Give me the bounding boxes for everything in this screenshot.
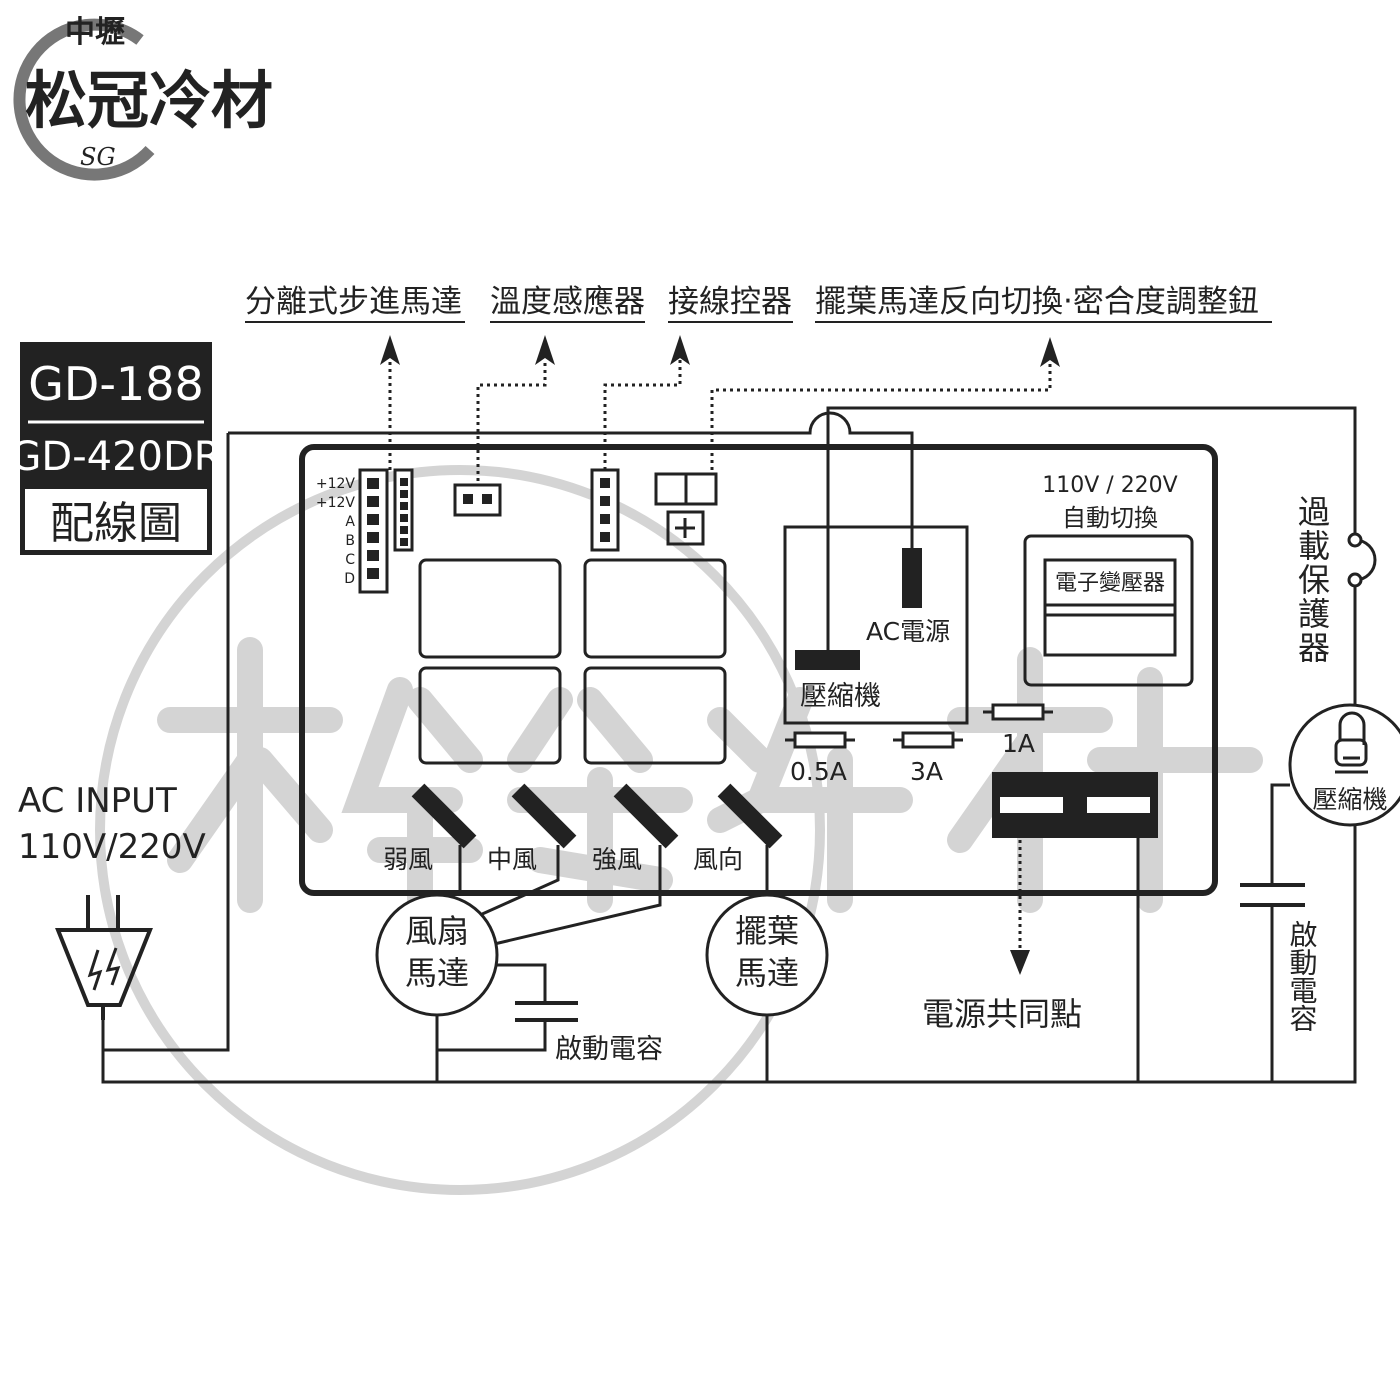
label-swing-switch: 擺葉馬達反向切換‧密合度調整鈕 (815, 284, 1259, 320)
relay-terminals (411, 783, 783, 849)
plug-icon (55, 895, 153, 1020)
auto-switch-label: 自動切換 (1062, 504, 1158, 532)
control-board (299, 444, 1218, 896)
svg-text:+12V: +12V (316, 495, 356, 511)
relay-swing-label: 風向 (693, 845, 743, 874)
voltage-label: 110V / 220V (1042, 473, 1177, 498)
arrow-heads (380, 335, 1060, 367)
signal-arrows (388, 360, 1052, 495)
ac-input-label: AC INPUT (18, 781, 177, 821)
temp-sensor-connector (453, 483, 502, 517)
svg-text:A: A (345, 514, 355, 530)
svg-text:松冠冷材: 松冠冷材 (25, 64, 273, 137)
relay-high-label: 強風 (592, 845, 642, 874)
swing-motor (705, 893, 829, 1017)
svg-text:GD-420DR: GD-420DR (10, 434, 221, 480)
compressor-motor-label: 壓縮機 (1312, 785, 1387, 814)
stepper-connector: +12V +12V A B C D (316, 468, 414, 594)
svg-text:+12V: +12V (316, 476, 356, 492)
fan-capacitor (515, 1001, 578, 1022)
ac-input-voltage: 110V/220V (18, 827, 206, 867)
compressor-capacitor (1240, 883, 1305, 907)
compressor-terminal (795, 650, 860, 670)
fuse-label-3a: 3A (910, 757, 943, 786)
svg-text:C: C (345, 552, 355, 568)
power-common-terminal (992, 772, 1158, 838)
relay-mid-label: 中風 (487, 845, 537, 874)
svg-text:GD-188: GD-188 (28, 357, 203, 411)
common-point-label: 電源共同點 (922, 995, 1082, 1033)
fuses (785, 703, 1053, 749)
relay-low-label: 弱風 (383, 845, 433, 874)
svg-text:SG: SG (80, 143, 116, 171)
svg-text:馬達: 馬達 (405, 954, 469, 992)
fuse-label-1a: 1A (1002, 729, 1035, 758)
svg-text:擺葉: 擺葉 (735, 912, 799, 950)
controller-connector (590, 468, 620, 552)
label-controller: 接線控器 (668, 284, 792, 320)
svg-text:中壢: 中壢 (65, 15, 125, 50)
ac-power-label: AC電源 (866, 617, 950, 646)
svg-text:配線圖: 配線圖 (50, 498, 182, 549)
swing-switch (654, 472, 718, 546)
wires (101, 406, 1377, 1084)
svg-text:D: D (344, 571, 355, 587)
compressor-icon (1334, 711, 1368, 774)
compressor-label: 壓縮機 (800, 681, 881, 712)
ac-power-terminal (902, 548, 922, 608)
logo: 中壢 松冠冷材 SG (13, 15, 273, 181)
label-stepper-motor: 分離式步進馬達 (245, 284, 462, 320)
svg-text:B: B (345, 533, 355, 549)
model-label: GD-188 GD-420DR 配線圖 (10, 342, 222, 555)
relays (418, 558, 727, 765)
fuse-label-0-5a: 0.5A (790, 757, 847, 786)
svg-text:馬達: 馬達 (735, 954, 799, 992)
transformer-label: 電子變壓器 (1055, 571, 1165, 596)
fan-motor (375, 893, 499, 1017)
svg-text:風扇: 風扇 (405, 912, 469, 950)
fan-capacitor-label: 啟動電容 (555, 1034, 663, 1065)
overload-label: 過載保護器 (1293, 495, 1331, 665)
transformer (1023, 534, 1194, 687)
label-temp-sensor: 溫度感應器 (490, 284, 645, 320)
top-labels: 分離式步進馬達 溫度感應器 接線控器 擺葉馬達反向切換‧密合度調整鈕 (245, 284, 1272, 323)
compressor-relay-box (783, 525, 969, 725)
compressor-capacitor-label: 啟動電容 (1286, 920, 1319, 1032)
